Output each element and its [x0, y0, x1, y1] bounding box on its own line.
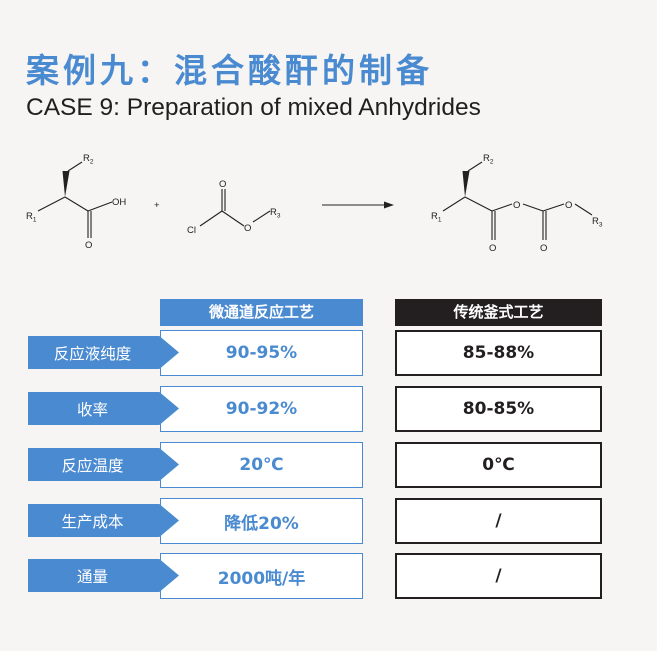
r3-label-reactant: R3 — [270, 207, 281, 220]
micro-value-throughput: 2000吨/年 — [160, 553, 363, 599]
row-label-purity: 反应液纯度 — [28, 336, 179, 369]
r1-label-product: R1 — [431, 211, 442, 224]
micro-value-cost: 降低20% — [160, 498, 363, 544]
hydroxyl-label: OH — [112, 197, 126, 208]
ether-oxygen-chloroformate: O — [244, 223, 251, 234]
ester-oxygen-product: O — [565, 200, 572, 211]
plus-sign: + — [154, 200, 160, 211]
row-label-yield: 收率 — [28, 392, 179, 425]
header-traditional-tank-process: 传统釜式工艺 — [395, 299, 602, 326]
chlorine-label: Cl — [187, 225, 196, 236]
title-chinese: 案例九：混合酸酐的制备 — [26, 51, 433, 90]
micro-value-purity: 90-95% — [160, 330, 363, 376]
micro-value-yield: 90-92% — [160, 386, 363, 432]
r1-label-reactant: R1 — [26, 211, 37, 224]
title-english: CASE 9: Preparation of mixed Anhydrides — [26, 94, 481, 121]
r2-label-reactant: R2 — [83, 153, 94, 166]
bridging-oxygen-product: O — [513, 200, 520, 211]
tank-value-temperature: 0℃ — [395, 442, 602, 488]
r3-label-product: R3 — [592, 216, 603, 229]
micro-value-temperature: 20℃ — [160, 442, 363, 488]
carbonyl-oxygen-chloroformate: O — [219, 179, 226, 190]
reaction-scheme: R2 R1 OH O + O Cl O R3 R2 R1 O O R3 O O — [26, 153, 603, 254]
row-label-cost: 生产成本 — [28, 504, 179, 537]
carbonyl-oxygen-product-2: O — [540, 243, 547, 254]
carbonyl-oxygen-product-1: O — [489, 243, 496, 254]
r2-label-product: R2 — [483, 153, 494, 166]
tank-value-yield: 80-85% — [395, 386, 602, 432]
header-microchannel-process: 微通道反应工艺 — [160, 299, 363, 326]
row-label-throughput: 通量 — [28, 559, 179, 592]
tank-value-purity: 85-88% — [395, 330, 602, 376]
row-label-temperature: 反应温度 — [28, 448, 179, 481]
tank-value-throughput: / — [395, 553, 602, 599]
carbonyl-oxygen-reactant: O — [85, 240, 92, 251]
tank-value-cost: / — [395, 498, 602, 544]
